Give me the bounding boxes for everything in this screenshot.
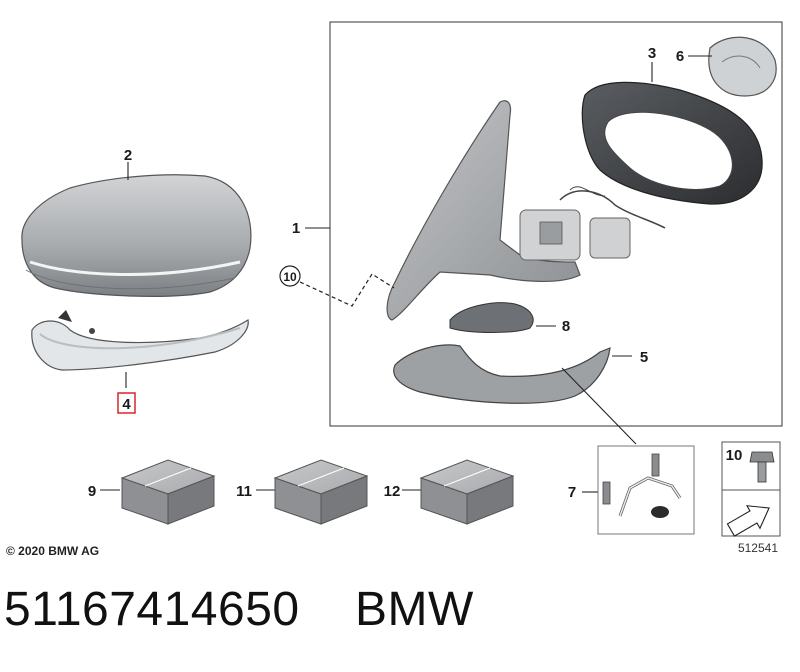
bolt-legend-box: [721, 441, 781, 537]
legend-label-10: 10: [726, 447, 743, 464]
repair-kit-part-7: [597, 445, 695, 535]
callout-label-8: 8: [562, 318, 570, 335]
callout-label-10: 10: [283, 270, 297, 284]
assembly-frame: [329, 21, 783, 427]
highlight-box-part-4: [117, 392, 136, 414]
callout-label-9: 9: [88, 483, 96, 500]
leader-lines: [100, 55, 712, 493]
callout-label-1: 1: [292, 220, 300, 237]
part-box-11: [273, 459, 369, 525]
callout-circle-10: [279, 265, 301, 287]
part-number: 51167414650: [4, 583, 300, 636]
drawing-number: 512541: [738, 541, 778, 555]
callout-label-2: 2: [124, 147, 132, 164]
mirror-cap-part-2: [21, 174, 252, 297]
lower-trim-part-5: [393, 344, 611, 404]
brand-name: BMW: [354, 583, 474, 636]
actuator-part-6: [708, 36, 777, 97]
mirror-housing-part-1: [386, 100, 666, 321]
part-box-12: [419, 459, 515, 525]
callout-label-6: 6: [676, 48, 684, 65]
turn-signal-part-4: [31, 310, 249, 371]
part-caption: 51167414650 BMW: [4, 582, 474, 637]
callout-label-12: 12: [384, 483, 401, 500]
mirror-frame-part-3: [581, 81, 763, 205]
copyright-text: © 2020 BMW AG: [6, 544, 99, 558]
callout-label-5: 5: [640, 349, 648, 366]
callout-label-3: 3: [648, 45, 656, 62]
part-box-9: [120, 459, 216, 525]
callout-leader-10: [299, 273, 395, 307]
callout-label-4: 4: [122, 396, 131, 413]
callout-label-11: 11: [236, 483, 252, 500]
callout-label-7: 7: [568, 484, 576, 501]
arrow-icon: [726, 505, 770, 537]
gasket-part-8: [449, 302, 534, 333]
